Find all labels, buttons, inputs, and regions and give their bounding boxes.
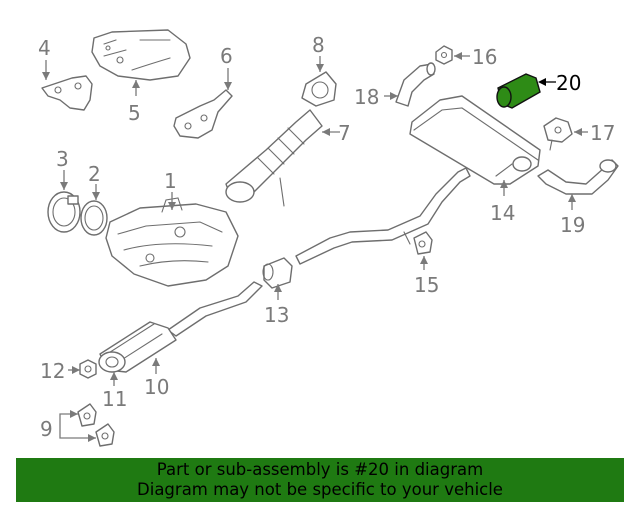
part-2-gasket[interactable] <box>80 200 108 236</box>
part-5-heat-shield[interactable] <box>91 29 191 81</box>
part-1-catalytic-converter[interactable] <box>105 197 239 287</box>
part-14-muffler[interactable] <box>409 95 541 185</box>
part-4-bracket[interactable] <box>41 75 93 111</box>
part-13-coupler[interactable] <box>262 257 293 289</box>
callout-16: 16 <box>472 45 497 69</box>
part-6-bracket[interactable] <box>173 89 233 139</box>
part-8-gasket[interactable] <box>301 71 337 107</box>
callout-18: 18 <box>354 85 379 109</box>
part-12-nut[interactable] <box>79 359 97 379</box>
callout-5: 5 <box>128 101 141 125</box>
callout-19: 19 <box>560 213 585 237</box>
callout-8: 8 <box>312 33 325 57</box>
callout-14: 14 <box>490 201 515 225</box>
part-17-bracket[interactable] <box>543 117 573 151</box>
part-7-converter-pipe[interactable] <box>225 109 323 207</box>
callout-11: 11 <box>102 387 127 411</box>
part-16-clamp[interactable] <box>435 45 453 65</box>
part-9-hanger-upper[interactable] <box>77 403 97 427</box>
callout-4: 4 <box>38 36 51 60</box>
callout-10: 10 <box>144 375 169 399</box>
part-20-exhaust-tip[interactable] <box>496 73 541 109</box>
callout-2: 2 <box>88 162 101 186</box>
callout-1: 1 <box>164 169 177 193</box>
banner-line-1: Part or sub-assembly is #20 in diagram <box>156 460 484 479</box>
part-3-clamp[interactable] <box>47 191 81 233</box>
callout-15: 15 <box>414 273 439 297</box>
part-18-inlet-pipe[interactable] <box>395 62 436 107</box>
callout-12: 12 <box>40 359 65 383</box>
part-19-tail-pipe[interactable] <box>537 159 619 195</box>
callout-20: 20 <box>556 71 581 95</box>
part-9-hanger-lower[interactable] <box>95 423 115 447</box>
part-11-gasket[interactable] <box>98 351 126 373</box>
callout-17: 17 <box>590 121 615 145</box>
callout-7: 7 <box>338 121 351 145</box>
callout-3: 3 <box>56 147 69 171</box>
part-15-hanger[interactable] <box>413 231 433 255</box>
callout-9: 9 <box>40 417 53 441</box>
callout-13: 13 <box>264 303 289 327</box>
intermediate-pipe <box>295 167 471 265</box>
info-banner: Part or sub-assembly is #20 in diagram D… <box>16 458 624 502</box>
banner-line-2: Diagram may not be specific to your vehi… <box>137 480 503 499</box>
callout-6: 6 <box>220 44 233 68</box>
front-pipe <box>167 281 263 337</box>
